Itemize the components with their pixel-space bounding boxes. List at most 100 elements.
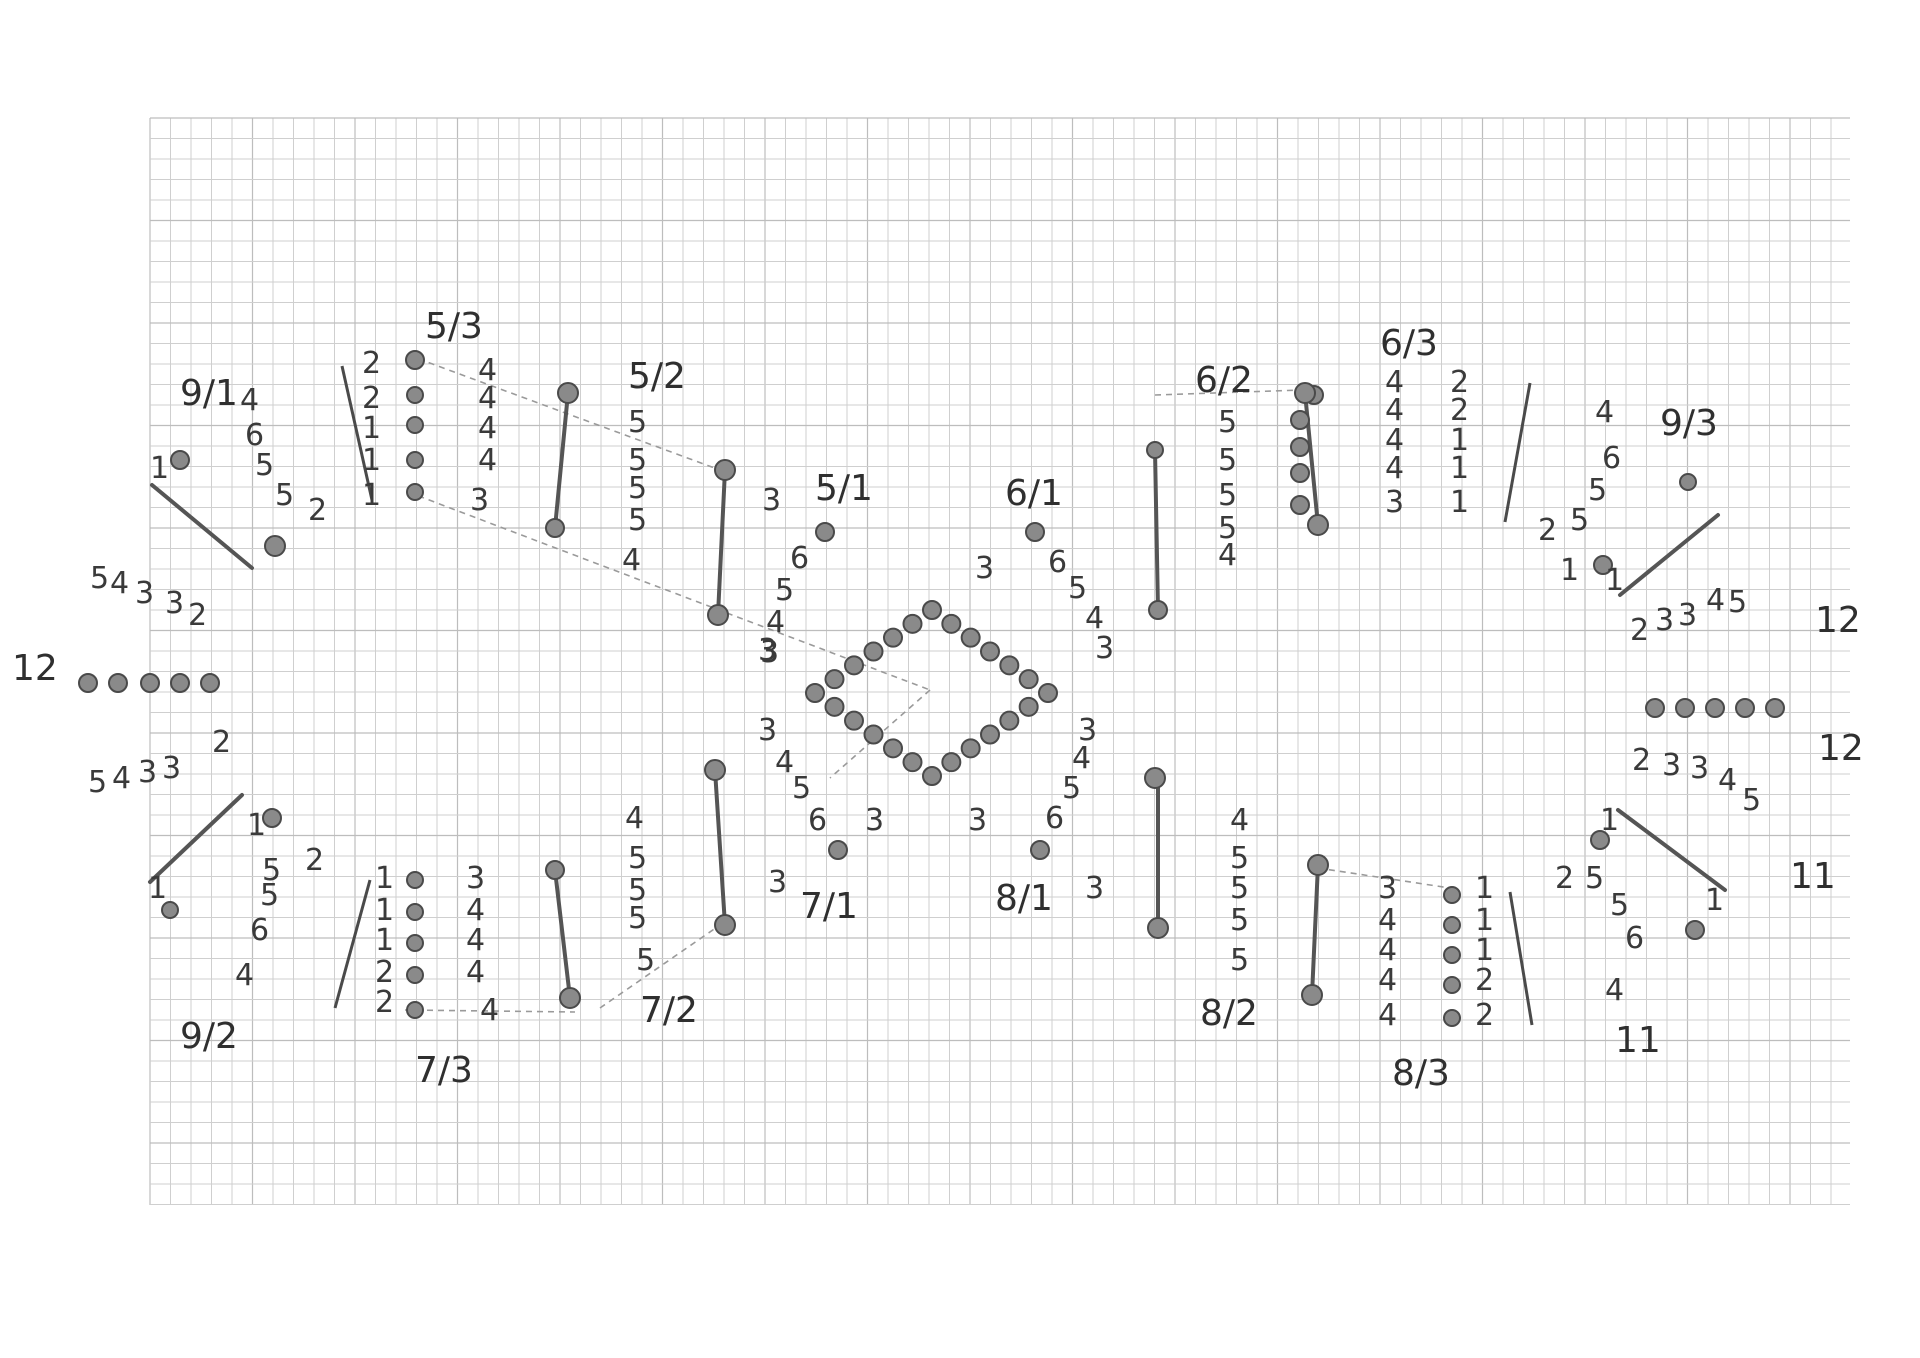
- stitch-count: 3: [758, 713, 777, 748]
- stitch-count: 1: [375, 861, 394, 896]
- pin: [79, 674, 97, 692]
- pin: [962, 629, 980, 647]
- stitch-count: 5: [1062, 771, 1081, 806]
- stitch-count: 2: [1630, 613, 1649, 648]
- stitch-count: 1: [362, 478, 381, 513]
- stitch-count: 3: [1095, 631, 1114, 666]
- pin: [1308, 855, 1328, 875]
- stitch-count: 1: [247, 808, 266, 843]
- pin: [1444, 977, 1460, 993]
- label-5-3: 5/3: [425, 306, 483, 347]
- stitch-count: 3: [865, 803, 884, 838]
- pin: [1766, 699, 1784, 717]
- stitch-count: 4: [478, 443, 497, 478]
- bar-6-2: [1155, 450, 1158, 610]
- stitch-count: 6: [1048, 545, 1067, 580]
- pin: [1308, 515, 1328, 535]
- pin: [1295, 383, 1315, 403]
- stitch-count: 4: [1595, 395, 1614, 430]
- stitch-count: 5: [1218, 443, 1237, 478]
- pin: [1676, 699, 1694, 717]
- stitch-count: 4: [1218, 538, 1237, 573]
- bar-8-2: [1312, 865, 1318, 995]
- stitch-count: 3: [1378, 871, 1397, 906]
- pin: [1444, 887, 1460, 903]
- pin: [981, 726, 999, 744]
- stitch-count: 3: [1655, 603, 1674, 638]
- stitch-count: 4: [622, 543, 641, 578]
- stitch-count: 5: [628, 841, 647, 876]
- bar-11: [1618, 810, 1725, 890]
- stitch-count: 4: [235, 958, 254, 993]
- label-12-right-top: 12: [1815, 600, 1861, 641]
- stitch-count: 5: [628, 901, 647, 936]
- pin: [923, 767, 941, 785]
- stitch-count: 2: [308, 493, 327, 528]
- label-9-3: 9/3: [1660, 403, 1718, 444]
- pin: [942, 615, 960, 633]
- stitch-count: 4: [466, 955, 485, 990]
- label-11-right-a: 11: [1790, 856, 1836, 897]
- stitch-count: 2: [1538, 513, 1557, 548]
- stitch-count: 4: [1706, 583, 1725, 618]
- label-8-1: 8/1: [995, 878, 1053, 919]
- pin: [816, 523, 834, 541]
- stitch-count: 6: [1045, 801, 1064, 836]
- pin: [1039, 684, 1057, 702]
- pin: [546, 519, 564, 537]
- label-7-2: 7/2: [640, 990, 698, 1031]
- stitch-count: 2: [1475, 963, 1494, 998]
- stitch-count: 4: [1378, 963, 1397, 998]
- pin: [1291, 411, 1309, 429]
- stitch-count: 3: [1085, 871, 1104, 906]
- stitch-count: 3: [135, 576, 154, 611]
- pin: [962, 739, 980, 757]
- stitch-count: 5: [90, 561, 109, 596]
- stitch-count: 5: [88, 765, 107, 800]
- stitch-count: 1: [1600, 803, 1619, 838]
- stitch-count: 3: [762, 483, 781, 518]
- pin: [407, 935, 423, 951]
- pin: [265, 536, 285, 556]
- pin: [407, 904, 423, 920]
- pin: [407, 387, 423, 403]
- stitch-count: 3: [165, 586, 184, 621]
- pin: [109, 674, 127, 692]
- stitch-count: 4: [466, 923, 485, 958]
- stitch-count: 4: [110, 566, 129, 601]
- stitch-count: 1: [1450, 485, 1469, 520]
- stitch-count: 2: [362, 346, 381, 381]
- stitch-count: 3: [466, 861, 485, 896]
- pin: [1680, 474, 1696, 490]
- bar-9-1: [152, 485, 252, 568]
- section-labels: 5/35/25/16/16/26/39/19/39/27/37/27/18/18…: [12, 306, 1864, 1094]
- pin: [708, 605, 728, 625]
- stitch-count: 5: [255, 448, 274, 483]
- pin: [1736, 699, 1754, 717]
- pin: [715, 915, 735, 935]
- stitch-count: 1: [362, 411, 381, 446]
- stitch-count: 3: [1662, 748, 1681, 783]
- stitch-count: 4: [480, 993, 499, 1028]
- pin: [407, 872, 423, 888]
- stitch-count: 3: [768, 865, 787, 900]
- label-6-3: 6/3: [1380, 323, 1438, 364]
- pin: [171, 674, 189, 692]
- pin: [884, 739, 902, 757]
- brackets: [335, 366, 1532, 1025]
- stitch-count: 5: [628, 503, 647, 538]
- stitch-count: 3: [1678, 598, 1697, 633]
- stitch-count: 2: [212, 725, 231, 760]
- stitch-counts: 2424141413555543654333654355554424241413…: [88, 346, 1761, 1033]
- stitch-count: 5: [628, 471, 647, 506]
- stitch-count: 5: [260, 878, 279, 913]
- stitch-count: 6: [1602, 441, 1621, 476]
- pin: [1026, 523, 1044, 541]
- pin: [1302, 985, 1322, 1005]
- stitch-count: 5: [1218, 478, 1237, 513]
- stitch-count: 1: [150, 451, 169, 486]
- stitch-count: 3: [975, 551, 994, 586]
- pin: [407, 452, 423, 468]
- stitch-count: 1: [362, 443, 381, 478]
